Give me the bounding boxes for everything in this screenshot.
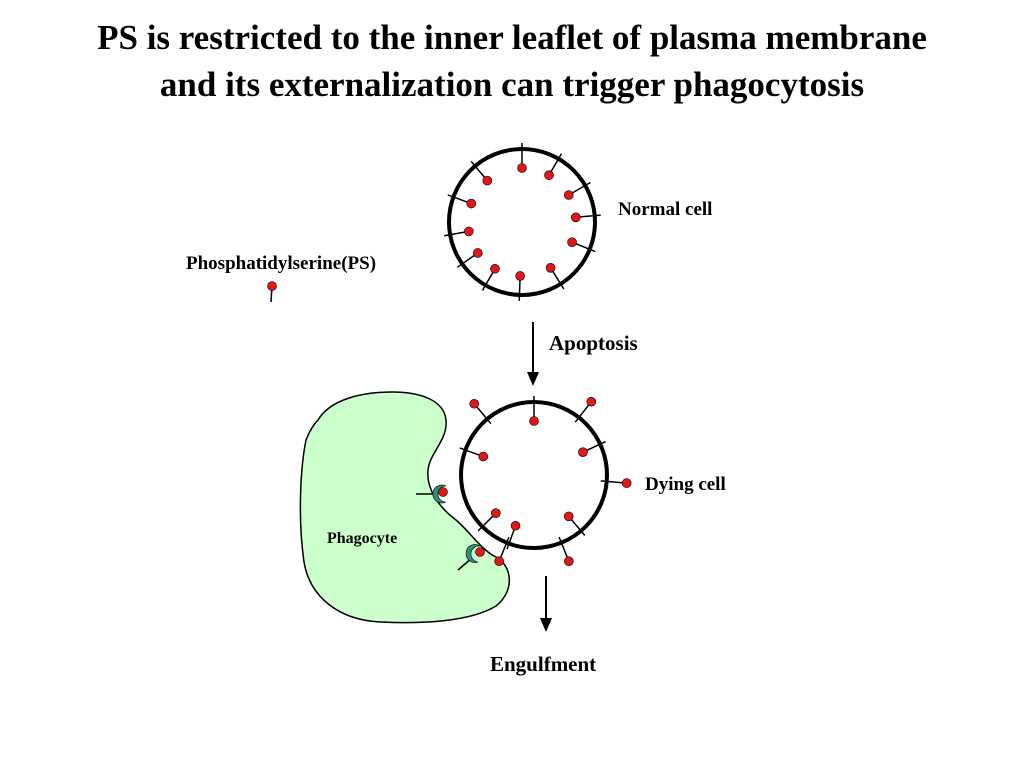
dying-cell-ps-group [459, 396, 632, 567]
apoptosis-arrow [527, 322, 539, 386]
ps-head [491, 508, 501, 518]
engulfment-label: Engulfment [490, 652, 597, 676]
ps-head [464, 226, 474, 237]
ps-head [494, 556, 504, 567]
ps-head [545, 262, 556, 273]
apoptosis-label: Apoptosis [549, 331, 638, 355]
phagocyte-receptor-lower [457, 544, 485, 571]
phagocyte-receptor-upper [416, 484, 448, 504]
ps-head [478, 451, 489, 462]
ps-head [563, 190, 574, 200]
ps-head [482, 175, 493, 186]
dying-cell-label: Dying cell [645, 474, 726, 495]
phagocyte-label: Phagocyte [327, 530, 398, 547]
ps-head [469, 398, 480, 409]
ps-legend-symbol [267, 281, 277, 303]
normal-cell-label: Normal cell [618, 199, 713, 220]
ps-head [517, 163, 527, 173]
ps-head [578, 447, 588, 457]
ps-head [515, 271, 525, 281]
ps-head [564, 556, 574, 567]
ps-head [472, 248, 483, 258]
ps-head [563, 511, 574, 522]
slide-title: PS is restricted to the inner leaflet of… [0, 14, 1024, 108]
phagocyte-cell [299, 391, 511, 624]
ps-head [544, 170, 554, 181]
phosphatidylserine-label: Phosphatidylserine(PS) [186, 253, 377, 274]
ps-head [567, 237, 577, 248]
ps-head [466, 198, 477, 209]
ps-head [490, 263, 500, 274]
ps-head [510, 520, 521, 531]
ps-head [529, 416, 539, 426]
ps-head [586, 396, 597, 407]
title-line-2: and its externalization can trigger phag… [159, 65, 865, 104]
ps-head [621, 478, 632, 488]
title-line-1: PS is restricted to the inner leaflet of… [97, 18, 927, 57]
normal-cell-ps-group [444, 143, 601, 301]
engulfment-arrow [540, 576, 552, 632]
ps-head [570, 212, 581, 223]
